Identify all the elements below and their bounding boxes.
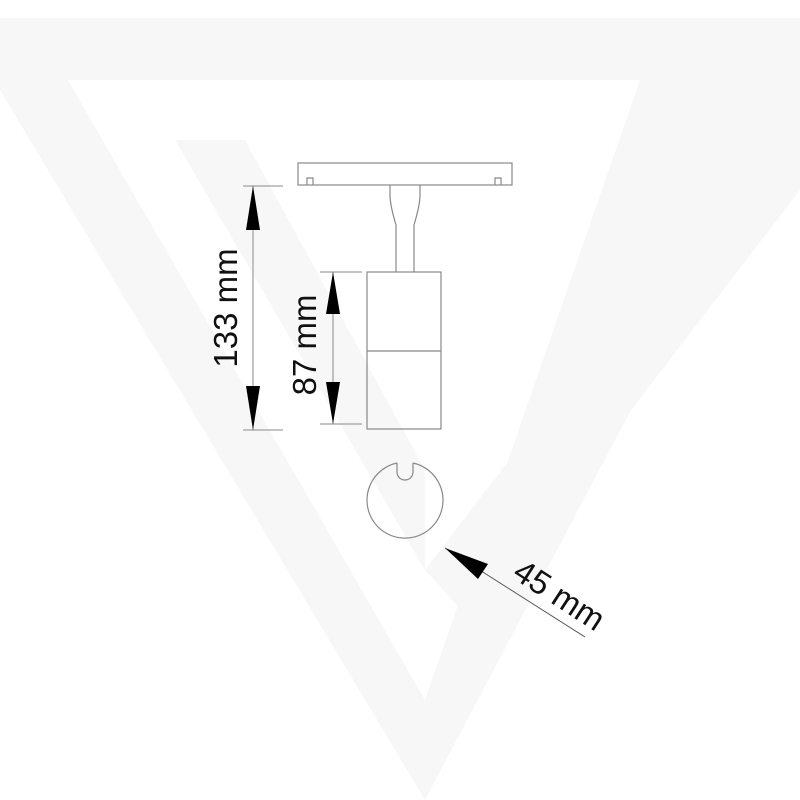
fixture-side-view [297,162,513,430]
arrow-diagonal-icon [445,548,488,579]
arrow-down-icon [326,382,340,424]
fixture-front-view [366,462,444,539]
front-circle [366,462,444,539]
total-height-label: 133 mm [207,248,244,367]
arrow-up-icon [326,272,340,314]
adapter-pin-right [494,177,502,185]
watermark-logo [0,18,800,800]
track-adapter [297,162,513,186]
dimension-87: 87 mm [286,271,362,425]
arrow-down-icon [246,386,260,430]
body-height-label: 87 mm [286,295,323,396]
dimension-133: 133 mm [207,185,283,431]
arrow-up-icon [246,186,260,230]
stem [389,185,421,272]
adapter-pin-left [306,177,314,185]
slot [396,463,414,481]
